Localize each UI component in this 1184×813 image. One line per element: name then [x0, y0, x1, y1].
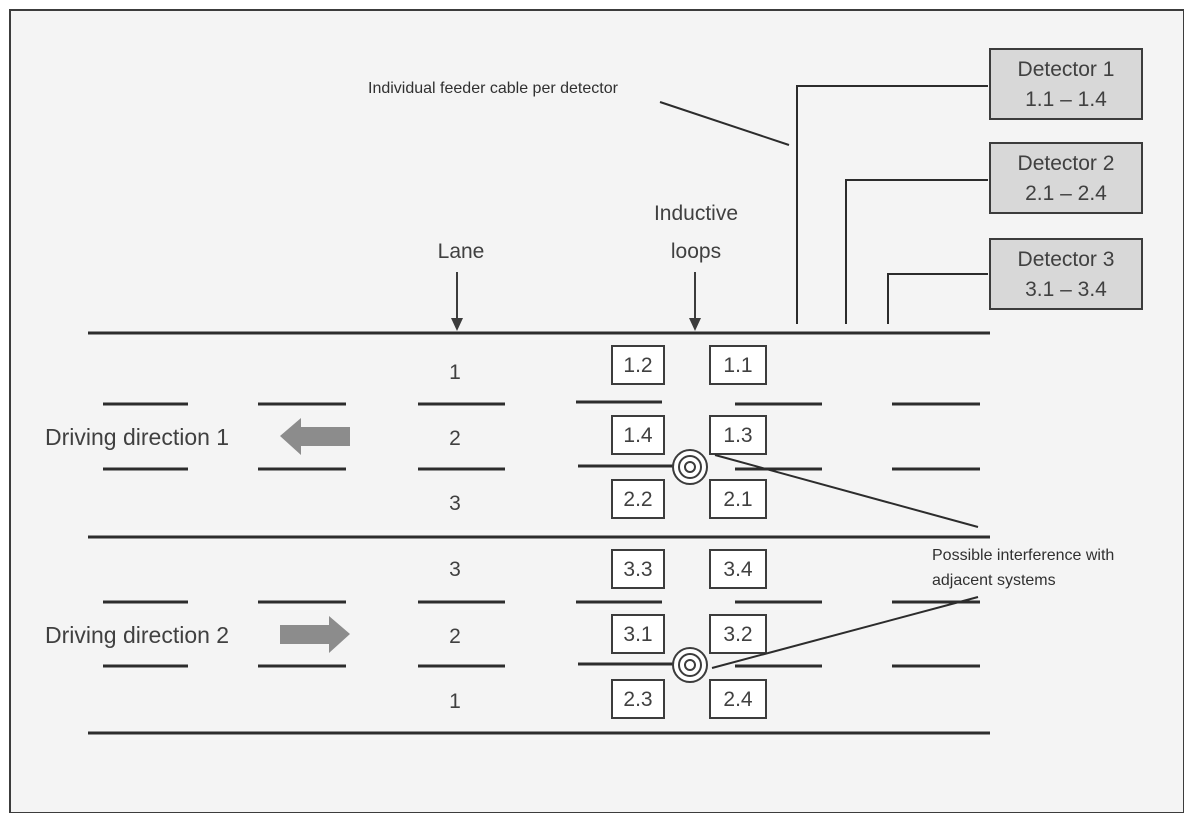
feeder-cable-3: [887, 273, 988, 324]
loop-label: 2.4: [723, 688, 753, 711]
lane-markings: [103, 400, 980, 668]
driving-direction-1-label: Driving direction 1: [45, 424, 229, 450]
feeder-cable-1: [796, 85, 988, 324]
loop-box: [611, 614, 665, 654]
diagram-frame: [9, 9, 1184, 813]
loop-label: 2.2: [623, 488, 652, 511]
lane-number: 1: [449, 361, 461, 384]
loop-label: 3.2: [723, 623, 752, 646]
detector-box-2: [989, 142, 1143, 214]
loops-header-line2: loops: [671, 240, 721, 263]
detector-box-1: [989, 48, 1143, 120]
loop-label: 3.1: [623, 623, 652, 646]
interference-symbol-lower: [672, 647, 708, 683]
loop-label: 1.2: [623, 354, 652, 377]
loop-label: 3.4: [723, 558, 753, 581]
loop-label: 2.3: [623, 688, 652, 711]
detector-range: 2.1 – 2.4: [1025, 182, 1107, 205]
arrow-left-icon: [280, 418, 350, 455]
loop-box: [709, 614, 767, 654]
lane-header: Lane: [438, 240, 485, 263]
arrow-right-icon: [280, 616, 350, 653]
lane-number: 2: [449, 625, 461, 648]
interference-symbol-upper: [672, 449, 708, 485]
loop-box: [611, 345, 665, 385]
loop-box: [709, 479, 767, 519]
loop-box: [611, 415, 665, 455]
feeder-cable-2: [845, 179, 988, 324]
loops-header-line1: Inductive: [654, 202, 738, 225]
loop-label: 1.1: [723, 354, 752, 377]
loop-label: 1.4: [623, 424, 653, 447]
interference-note-line2: adjacent systems: [932, 572, 1056, 589]
loop-label: 1.3: [723, 424, 752, 447]
detector-range: 1.1 – 1.4: [1025, 88, 1107, 111]
detector-range: 3.1 – 3.4: [1025, 278, 1107, 301]
interference-note-line1: Possible interference with: [932, 547, 1114, 564]
loop-label: 2.1: [723, 488, 752, 511]
loop-box: [611, 479, 665, 519]
lane-number: 3: [449, 558, 461, 581]
lane-pointer-head: [451, 318, 463, 331]
interference-leader: [714, 454, 979, 528]
loop-box: [709, 679, 767, 719]
loop-box: [611, 679, 665, 719]
detector-name: Detector 3: [1018, 248, 1115, 271]
detector-name: Detector 2: [1018, 152, 1115, 175]
feeder-cable-note: Individual feeder cable per detector: [368, 80, 619, 97]
lane-number: 2: [449, 427, 461, 450]
feeder-note-leader: [659, 101, 790, 146]
loop-box: [709, 345, 767, 385]
lane-number: 1: [449, 690, 461, 713]
driving-direction-2-label: Driving direction 2: [45, 622, 229, 648]
loops-pointer-head: [689, 318, 701, 331]
detector-name: Detector 1: [1018, 58, 1115, 81]
detector-box-3: [989, 238, 1143, 310]
lane-number: 3: [449, 492, 461, 515]
interference-leader: [711, 596, 979, 669]
loop-box: [709, 415, 767, 455]
loop-label: 3.3: [623, 558, 652, 581]
loop-box: [709, 549, 767, 589]
loop-box: [611, 549, 665, 589]
